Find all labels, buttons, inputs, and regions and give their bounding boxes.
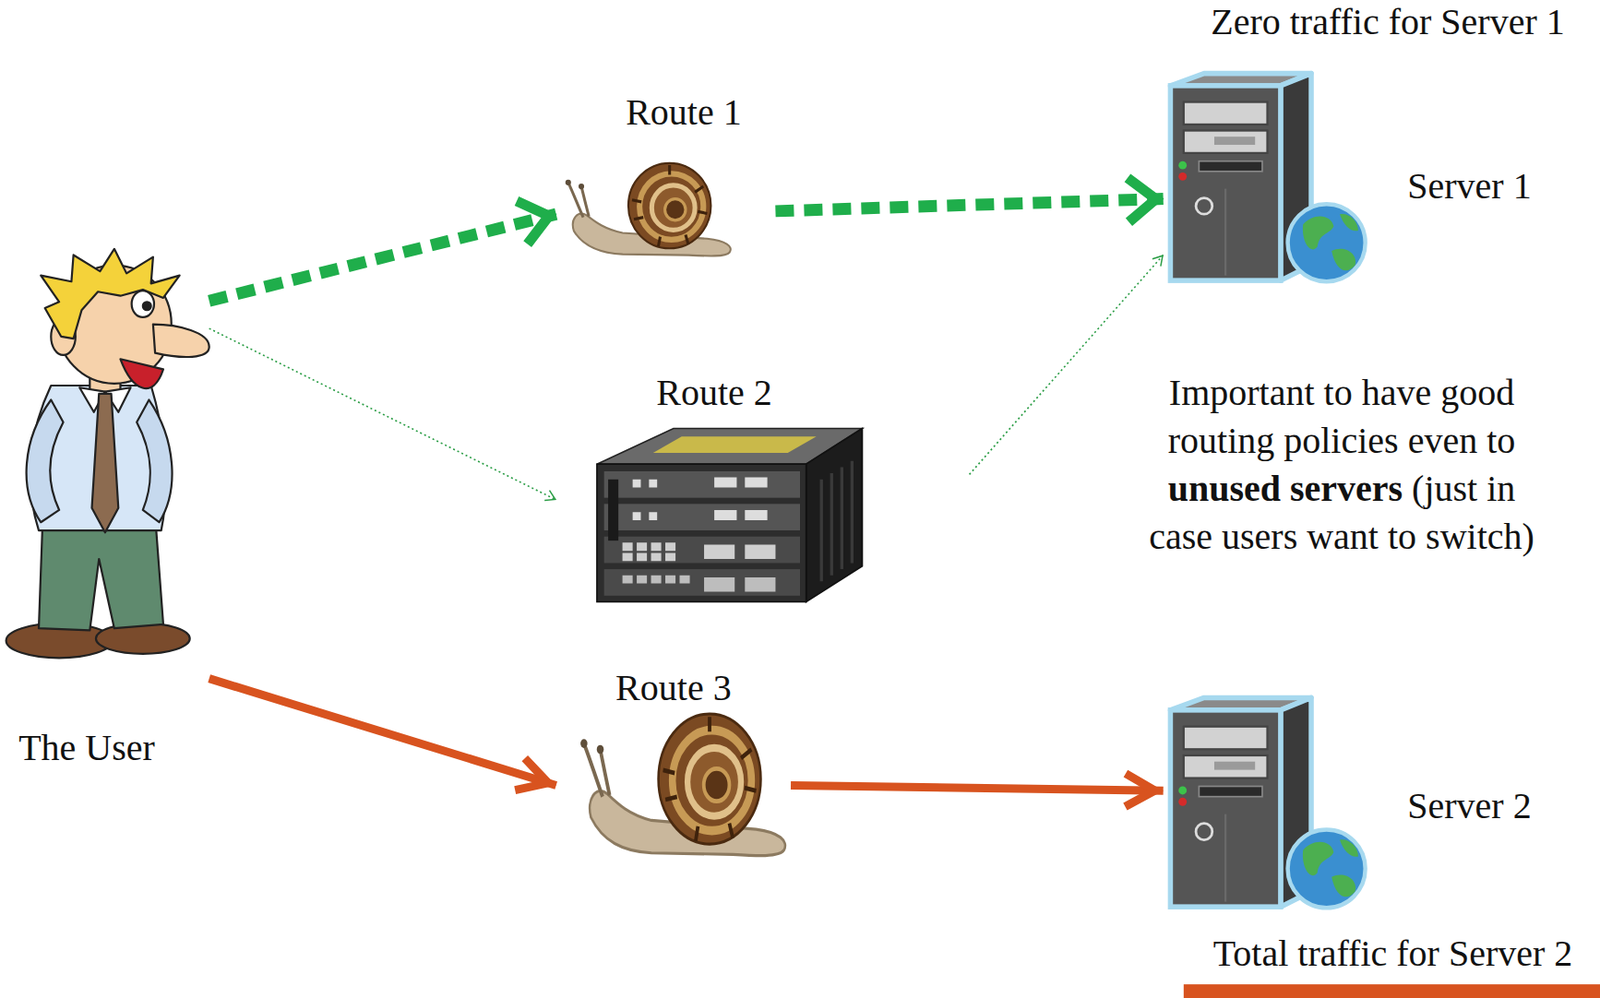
traffic-note: Zero traffic for Server 1 xyxy=(1210,0,1565,44)
orange-bar xyxy=(1183,984,1600,998)
node-label: Route 1 xyxy=(625,91,742,134)
route-node: Route 1 xyxy=(556,92,777,261)
server-picture xyxy=(1170,697,1365,908)
note-text: Important to have good routing policies … xyxy=(1168,371,1517,462)
route-arrow xyxy=(209,328,557,501)
node-label: Server 2 xyxy=(1407,785,1531,828)
route-arrow xyxy=(775,199,1163,212)
note-text: unused servers xyxy=(1168,467,1403,510)
node-label: Route 3 xyxy=(615,667,732,710)
node-label: Server 1 xyxy=(1407,165,1531,208)
route-arrow xyxy=(209,679,557,787)
snail-picture xyxy=(580,714,786,857)
traffic-note: Total traffic for Server 2 xyxy=(1213,932,1574,976)
note-block: Important to have good routing policies … xyxy=(1138,369,1545,562)
user-figure: The User xyxy=(0,250,210,771)
route-node: Route 2 xyxy=(556,372,970,613)
node-label: The User xyxy=(18,727,156,770)
node-label: Route 2 xyxy=(656,371,773,415)
server-node: Server 1 xyxy=(1163,71,1363,286)
router-picture xyxy=(597,428,863,602)
user-cartoon xyxy=(6,249,210,658)
server-picture xyxy=(1170,73,1365,283)
server-node: Server 2 xyxy=(1163,688,1363,913)
route-arrow xyxy=(209,214,557,301)
route-arrow xyxy=(790,785,1164,791)
route-arrow xyxy=(969,254,1164,475)
route-node: Route 3 xyxy=(556,668,791,862)
snail-picture xyxy=(565,163,731,257)
